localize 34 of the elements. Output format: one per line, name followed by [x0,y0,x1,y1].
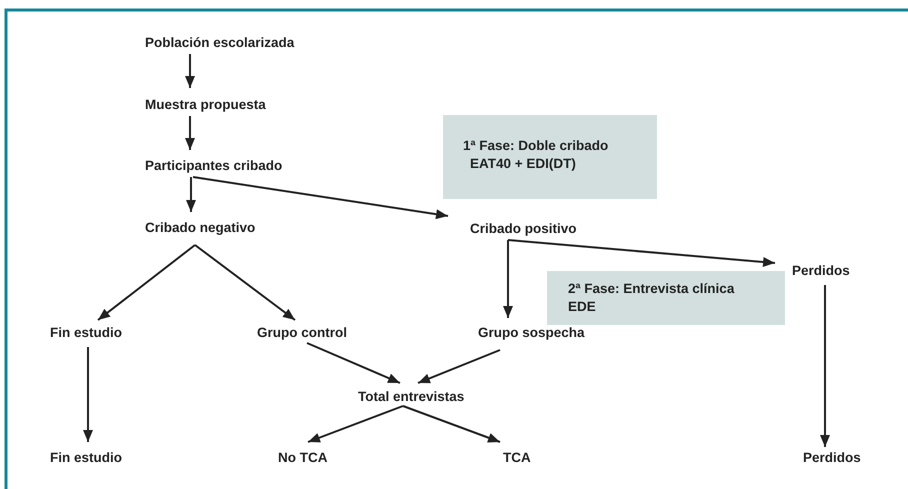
arrow [503,240,513,318]
step-label: Población escolarizada [145,35,294,51]
step-label: Fin estudio [50,450,122,466]
phase-text: 2ª Fase: Entrevista clínica [568,280,736,298]
arrow [186,177,196,212]
step-label: Cribado positivo [470,221,577,237]
arrow [194,244,296,321]
step-label: Grupo sospecha [478,325,585,341]
arrow [185,54,195,88]
arrow [83,347,93,442]
arrow [508,239,776,267]
step-label: Perdidos [803,450,861,466]
phase-text: EAT40 + EDI(DT) [470,155,577,173]
phase-text: EDE [568,298,597,316]
arrow [820,285,830,447]
phase-box [547,271,785,325]
step-label: Fin estudio [50,325,122,341]
step-label: TCA [503,450,531,466]
arrow [97,244,196,321]
step-label: Cribado negativo [145,220,256,236]
step-label: Muestra propuesta [145,97,266,113]
arrow [418,349,500,384]
step-label: Participantes cribado [145,158,282,174]
phase-box [443,115,657,199]
step-label: Perdidos [792,263,850,279]
step-label: No TCA [278,450,328,466]
step-label: Grupo control [257,325,347,341]
arrow [308,405,404,443]
arrow [185,116,195,150]
step-label: Total entrevistas [358,389,464,405]
arrow [402,405,500,443]
arrow [306,342,400,384]
arrow [192,176,448,220]
phase-text: 1ª Fase: Doble cribado [463,137,610,155]
